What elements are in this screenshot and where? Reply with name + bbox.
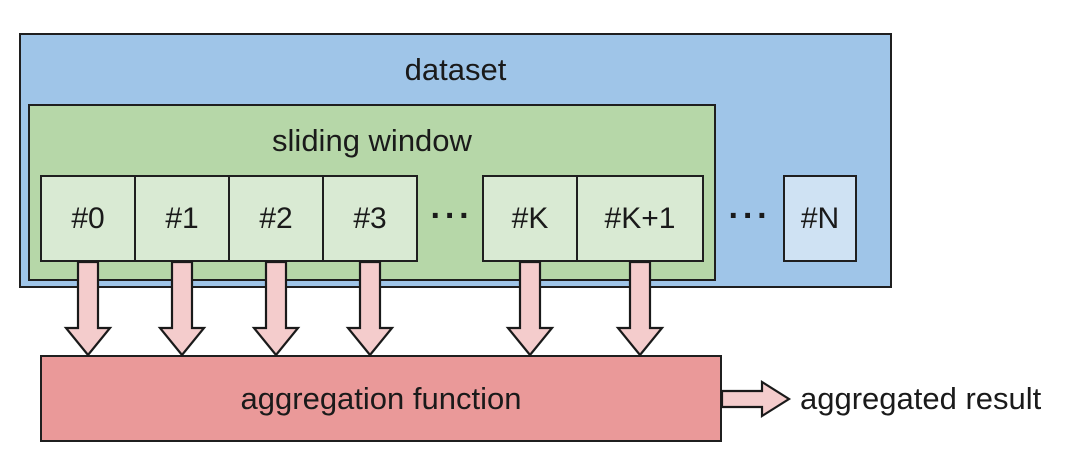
- cell-1: #1: [134, 175, 230, 262]
- sliding-window-label: sliding window: [272, 122, 472, 158]
- aggregation-function-label: aggregation function: [240, 380, 522, 416]
- aggregated-result-label: aggregated result: [800, 381, 1042, 416]
- cell-n: #N: [783, 175, 857, 262]
- cell-k-plus-1: #K+1: [576, 175, 704, 262]
- cell-3: #3: [322, 175, 418, 262]
- ellipsis-outside-window: ···: [728, 196, 772, 235]
- cell-2: #2: [228, 175, 324, 262]
- ellipsis-inside-window: ···: [430, 196, 474, 235]
- dataset-label: dataset: [404, 51, 507, 87]
- cell-0: #0: [40, 175, 136, 262]
- aggregation-function-box: [40, 355, 722, 442]
- right-arrow-result: [720, 380, 792, 418]
- cell-k: #K: [482, 175, 578, 262]
